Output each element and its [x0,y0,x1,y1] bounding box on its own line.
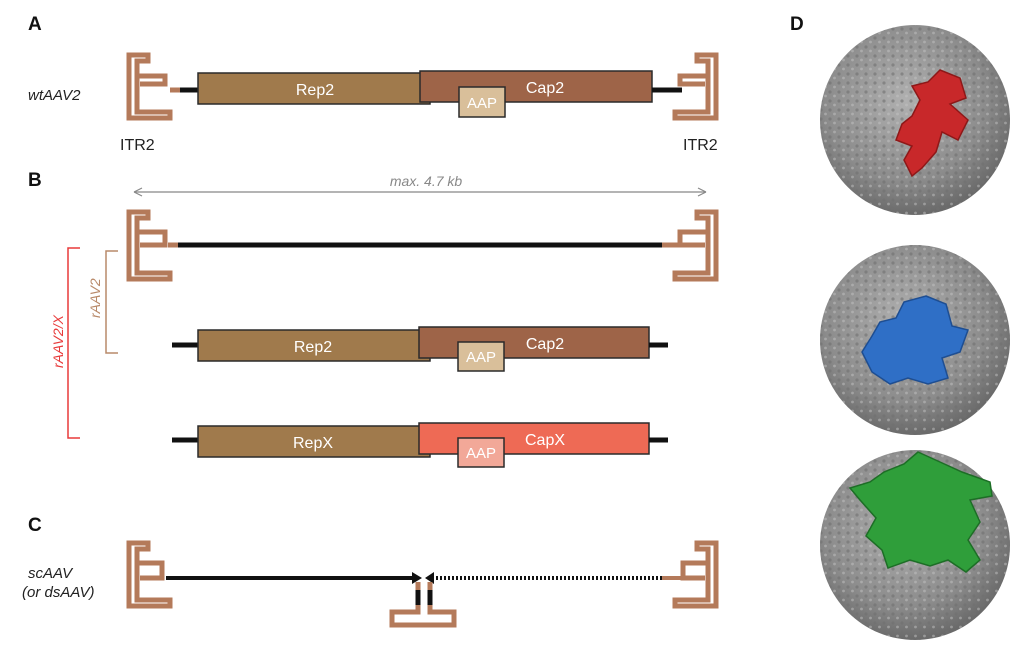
itr-left-label: ITR2 [120,137,155,154]
capsid-red-highlight [895,69,969,178]
itr-right-label: ITR2 [683,137,718,154]
scaav-itr-left-icon [126,540,173,609]
scaav-label-line1: scAAV [28,565,74,582]
helper2-repx-block [197,425,431,458]
scaav-dashed-arrow-icon [425,572,434,584]
helper2-capx-label: CapX [525,432,565,449]
itr-right-stem [677,73,708,87]
itr-right-icon [672,52,719,121]
helper1-aap-block [457,341,505,372]
size-label-bg [370,172,482,190]
capsid-green [820,450,1010,640]
bracket-raav2-label: rAAV2 [87,278,103,318]
scaav-itr-right-icon [672,540,719,609]
helper2-repx-label: RepX [293,435,333,452]
capsid-green-highlight [848,451,993,573]
itr-left-icon [126,52,173,121]
panel-d-letter: D [790,14,804,35]
size-arrow-right-icon [697,187,707,197]
bracket-raav2x [67,247,80,439]
helper1-aap-label: AAP [466,349,496,366]
scaav-itr-left-stem [137,560,165,581]
capsid-blue-highlight [861,295,969,385]
scaav-itr-right-stem [680,560,708,581]
helper2-aap-block [457,437,505,468]
helper1-cap2-label: Cap2 [526,336,564,353]
bracket-raav2 [105,250,118,354]
scaav-label-line2: (or dsAAV) [22,584,95,601]
scaav-solid-arrow-icon [412,572,422,584]
aap-label: AAP [467,95,497,112]
scaav-central-itr-icon [389,582,457,628]
helper1-rep2-label: Rep2 [294,339,332,356]
vector-itr-right-icon [672,209,719,282]
panel-a-letter: A [28,14,42,35]
wtaav2-label: wtAAV2 [28,87,81,104]
rep2-label: Rep2 [296,82,334,99]
itr-left-stem [137,73,168,87]
helper2-aap-label: AAP [466,445,496,462]
vector-itr-left-stem [137,229,168,248]
vector-itr-right-stem [677,229,708,248]
aap-gene-block [458,86,506,118]
size-arrow-left-icon [133,187,143,197]
rep2-gene-block [197,72,431,105]
vector-itr-left-icon [126,209,173,282]
cap2-label: Cap2 [526,80,564,97]
bracket-raav2x-label: rAAV2/X [50,314,66,368]
size-label: max. 4.7 kb [390,173,463,189]
capsid-blue [820,245,1010,435]
panel-c-letter: C [28,515,42,536]
helper1-rep2-block [197,329,431,362]
capsid-red [820,25,1010,215]
panel-b-letter: B [28,170,42,191]
